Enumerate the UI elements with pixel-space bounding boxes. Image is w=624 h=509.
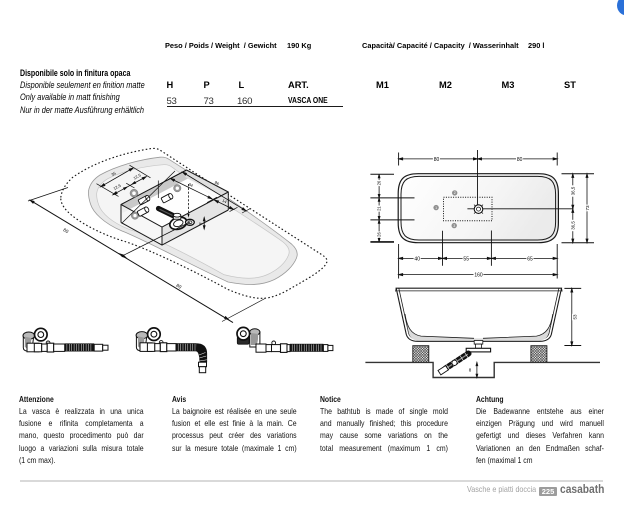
svg-text:40: 40 <box>414 256 420 262</box>
svg-text:84: 84 <box>188 182 195 189</box>
svg-text:65: 65 <box>527 256 533 262</box>
svg-text:80: 80 <box>434 157 440 163</box>
svg-text:80: 80 <box>62 227 69 234</box>
svg-text:53: 53 <box>573 314 578 320</box>
svg-text:36,5: 36,5 <box>570 186 575 195</box>
svg-text:8: 8 <box>469 368 472 373</box>
svg-text:80: 80 <box>175 283 182 290</box>
svg-text:26: 26 <box>377 232 382 237</box>
svg-text:80: 80 <box>517 157 523 163</box>
svg-text:96: 96 <box>214 180 221 187</box>
svg-text:12,5: 12,5 <box>112 182 122 190</box>
svg-text:26: 26 <box>377 180 382 185</box>
svg-text:35: 35 <box>110 170 117 177</box>
svg-text:36,5: 36,5 <box>570 221 575 230</box>
svg-text:14: 14 <box>221 198 228 205</box>
svg-text:8: 8 <box>198 222 202 224</box>
svg-text:2: 2 <box>454 191 456 195</box>
svg-text:160: 160 <box>474 273 483 279</box>
svg-text:12,5: 12,5 <box>132 172 142 180</box>
svg-text:21: 21 <box>377 206 382 211</box>
svg-text:55: 55 <box>463 256 469 262</box>
svg-text:3: 3 <box>453 224 455 228</box>
svg-text:1: 1 <box>435 206 437 210</box>
svg-text:73: 73 <box>585 205 590 211</box>
